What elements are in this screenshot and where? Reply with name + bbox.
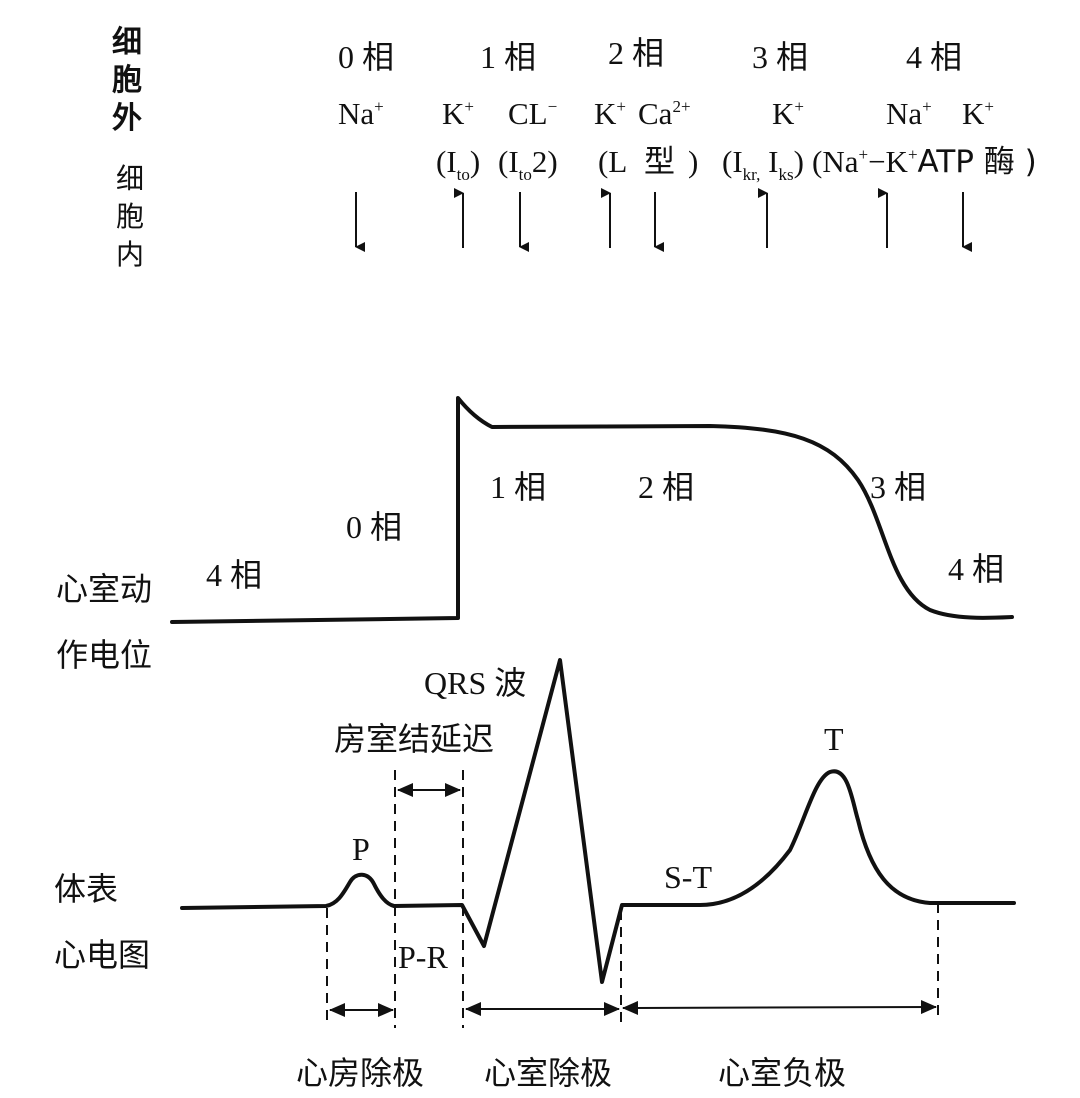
svg-text:相: 相 <box>370 508 402 546</box>
action-potential-title: 心室动 <box>56 570 152 608</box>
svg-text:(L: (L <box>598 144 627 179</box>
svg-text:K+: K+ <box>962 96 994 131</box>
svg-text:胞: 胞 <box>116 200 144 233</box>
ion-na-phase0: Na+ <box>338 96 384 131</box>
ap-phase-2: 2 相 <box>638 468 694 506</box>
svg-text:(Ito2): (Ito2) <box>498 144 558 184</box>
svg-text:外: 外 <box>112 101 142 136</box>
svg-text:相: 相 <box>776 38 808 76</box>
phase-header-2: 2 相 <box>608 34 664 72</box>
intracellular-label: 细 胞 内 <box>116 162 144 271</box>
svg-text:相: 相 <box>972 550 1004 588</box>
svg-text:相: 相 <box>662 468 694 506</box>
action-potential-curve <box>170 396 1014 624</box>
ap-phase-0: 0 相 <box>346 508 402 546</box>
atrial-depolarization-label: 心房除极 <box>296 1054 424 1092</box>
ion-flux-arrows <box>355 188 972 252</box>
pr-interval-label: P-R <box>398 939 448 975</box>
ventricular-depolarization-label: 心室除极 <box>484 1054 612 1092</box>
svg-text:(Na+−K+ATP 酶 ): (Na+−K+ATP 酶 ) <box>812 144 1037 180</box>
ion-k-ikr-iks: K+ (Ikr, Iks) <box>722 96 804 184</box>
svg-text:0: 0 <box>346 509 362 545</box>
svg-text:型: 型 <box>644 144 675 180</box>
svg-text:0: 0 <box>338 39 354 75</box>
ecg-trace <box>180 658 1016 984</box>
svg-text:相: 相 <box>362 38 394 76</box>
t-wave-label: T <box>824 721 844 757</box>
action-potential-title-line2: 作电位 <box>56 636 152 674</box>
svg-text:2: 2 <box>638 469 654 505</box>
svg-text:Na+: Na+ <box>338 96 384 131</box>
ventricular-repolarization-label: 心室负极 <box>718 1054 846 1092</box>
svg-text:Ca2+: Ca2+ <box>638 96 691 131</box>
svg-text:4: 4 <box>906 39 922 75</box>
ion-na-k-atpase: Na+ K+ (Na+−K+ATP 酶 ) <box>812 96 1037 180</box>
svg-text:相: 相 <box>632 34 664 72</box>
svg-text:1: 1 <box>490 469 506 505</box>
ventricular-repolarization-arrow-icon <box>622 1000 937 1015</box>
svg-text:): ) <box>688 144 698 179</box>
svg-text:(Ikr, Iks): (Ikr, Iks) <box>722 144 804 184</box>
ecg-title: 体表 <box>54 870 118 908</box>
svg-text:3: 3 <box>752 39 768 75</box>
svg-text:相: 相 <box>894 468 926 506</box>
ap-phase-4-right: 4 相 <box>948 550 1004 588</box>
svg-text:K+: K+ <box>772 96 804 131</box>
ap-phase-4-left: 4 相 <box>206 556 262 594</box>
svg-text:CL−: CL− <box>508 96 557 131</box>
phase-header-0: 0 相 <box>338 38 394 76</box>
p-wave-label: P <box>352 831 370 867</box>
svg-text:3: 3 <box>870 469 886 505</box>
svg-text:4: 4 <box>206 557 222 593</box>
action-potential-section: 心室动 作电位 4 相 0 相 1 相 2 相 3 相 4 相 <box>56 396 1014 674</box>
ap-phase-3: 3 相 <box>870 468 926 506</box>
phase-header-4: 4 相 <box>906 38 962 76</box>
ion-k-ca-l-type: K+ Ca2+ (L 型 ) <box>594 96 698 180</box>
svg-text:2: 2 <box>608 35 624 71</box>
ecg-title-line2: 心电图 <box>54 936 150 974</box>
ecg-section: 体表 心电图 QRS 波 房室结延迟 P P-R S-T T 心房除极 心室除极… <box>54 658 1016 1092</box>
phase-header-1: 1 相 <box>480 38 536 76</box>
svg-text:(Ito): (Ito) <box>436 144 480 184</box>
phase-header-3: 3 相 <box>752 38 808 76</box>
svg-text:内: 内 <box>116 238 144 271</box>
st-segment-label: S-T <box>664 859 712 895</box>
svg-text:细: 细 <box>116 162 144 195</box>
svg-text:相: 相 <box>930 38 962 76</box>
svg-text:相: 相 <box>230 556 262 594</box>
ion-cl-ito2: CL− (Ito2) <box>498 96 558 184</box>
svg-text:胞: 胞 <box>112 63 142 98</box>
extracellular-label: 细 胞 外 <box>112 25 142 136</box>
svg-text:K+: K+ <box>594 96 626 131</box>
svg-text:细: 细 <box>112 25 142 60</box>
svg-text:相: 相 <box>514 468 546 506</box>
av-delay-label: 房室结延迟 <box>334 720 494 758</box>
ap-phase-1: 1 相 <box>490 468 546 506</box>
svg-text:相: 相 <box>504 38 536 76</box>
ion-header: 细 胞 外 细 胞 内 0 相 1 相 2 相 3 相 4 相 <box>112 25 1037 271</box>
svg-text:K+: K+ <box>442 96 474 131</box>
ion-k-ito: K+ (Ito) <box>436 96 480 184</box>
svg-text:1: 1 <box>480 39 496 75</box>
svg-text:Na+: Na+ <box>886 96 932 131</box>
svg-text:4: 4 <box>948 551 964 587</box>
qrs-label: QRS 波 <box>424 665 526 701</box>
